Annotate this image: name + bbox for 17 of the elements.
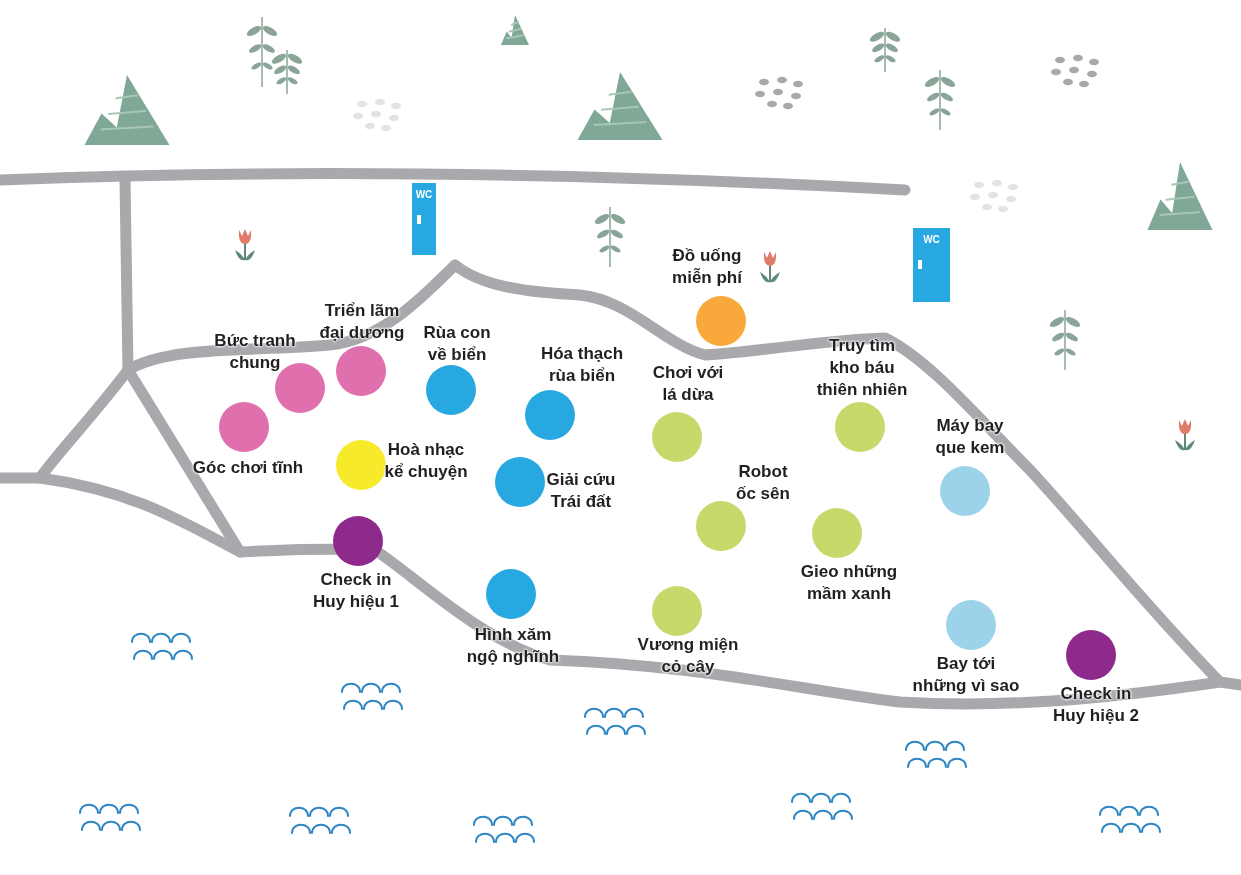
station-label: Rùa con về biển [422,322,492,366]
station-label: Check in Huy hiệu 1 [312,569,400,613]
station-label: Bay tới những vì sao [911,653,1021,697]
station-label: Máy bay que kem [934,415,1006,459]
restroom-sign: WC [412,183,436,255]
station-label: Giải cứu Trái đất [545,469,617,513]
station-label: Triển lãm đại dương [318,300,406,344]
station-label: Góc chơi tĩnh [191,457,305,479]
restroom-sign: WC [913,228,950,302]
station-label: Bức tranh chung [213,330,297,374]
station-label: Truy tìm kho báu thiên nhiên [815,335,909,401]
station-label: Đồ uống miễn phí [671,245,744,289]
station-label: Chơi với lá dừa [651,362,725,406]
station-label: Robot ốc sên [735,461,791,505]
station-label: Hoà nhạc kể chuyện [383,439,469,483]
station-label: Hóa thạch rùa biển [539,343,625,387]
station-label: Gieo những mầm xanh [799,561,899,605]
